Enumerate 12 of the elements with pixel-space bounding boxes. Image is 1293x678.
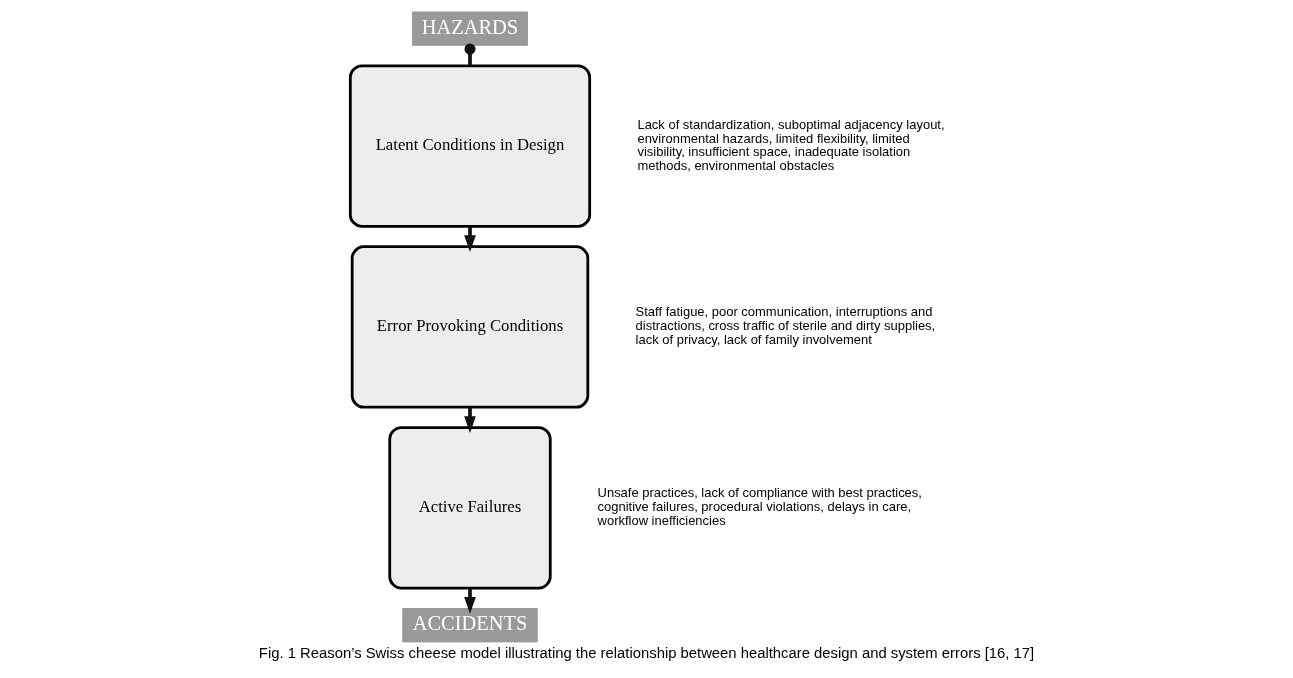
node-box: ACCIDENTS [402, 608, 538, 643]
node-box: Error Provoking Conditions [350, 245, 590, 409]
node-label: Staff fatigue, poor communication, interruptions and distractions, cross traffic of sterile and dirty supplies, lack of privacy, lack of family involvement [635, 304, 936, 348]
caption: Fig. 1 Reason’s Swiss cheese model illustrating the relationship between healthcare design and system errors [16, 17] [258, 644, 1035, 661]
node-label: Unsafe practices, lack of compliance with best practices, cognitive failures, procedural violations, delays in care, workflow inefficiencies [597, 485, 922, 529]
node-box: Latent Conditions in Design [348, 64, 592, 228]
node-box: Active Failures [388, 426, 552, 590]
connector [464, 43, 476, 66]
node-box: HAZARDS [412, 11, 528, 46]
node-label: Lack of standardization, suboptimal adjacency layout, environmental hazards, limited flexibility, limited visibility, insufficient space, inadequate isolation methods, environmental obstacles [637, 116, 945, 174]
arrow [464, 588, 476, 614]
arrow [464, 407, 476, 434]
